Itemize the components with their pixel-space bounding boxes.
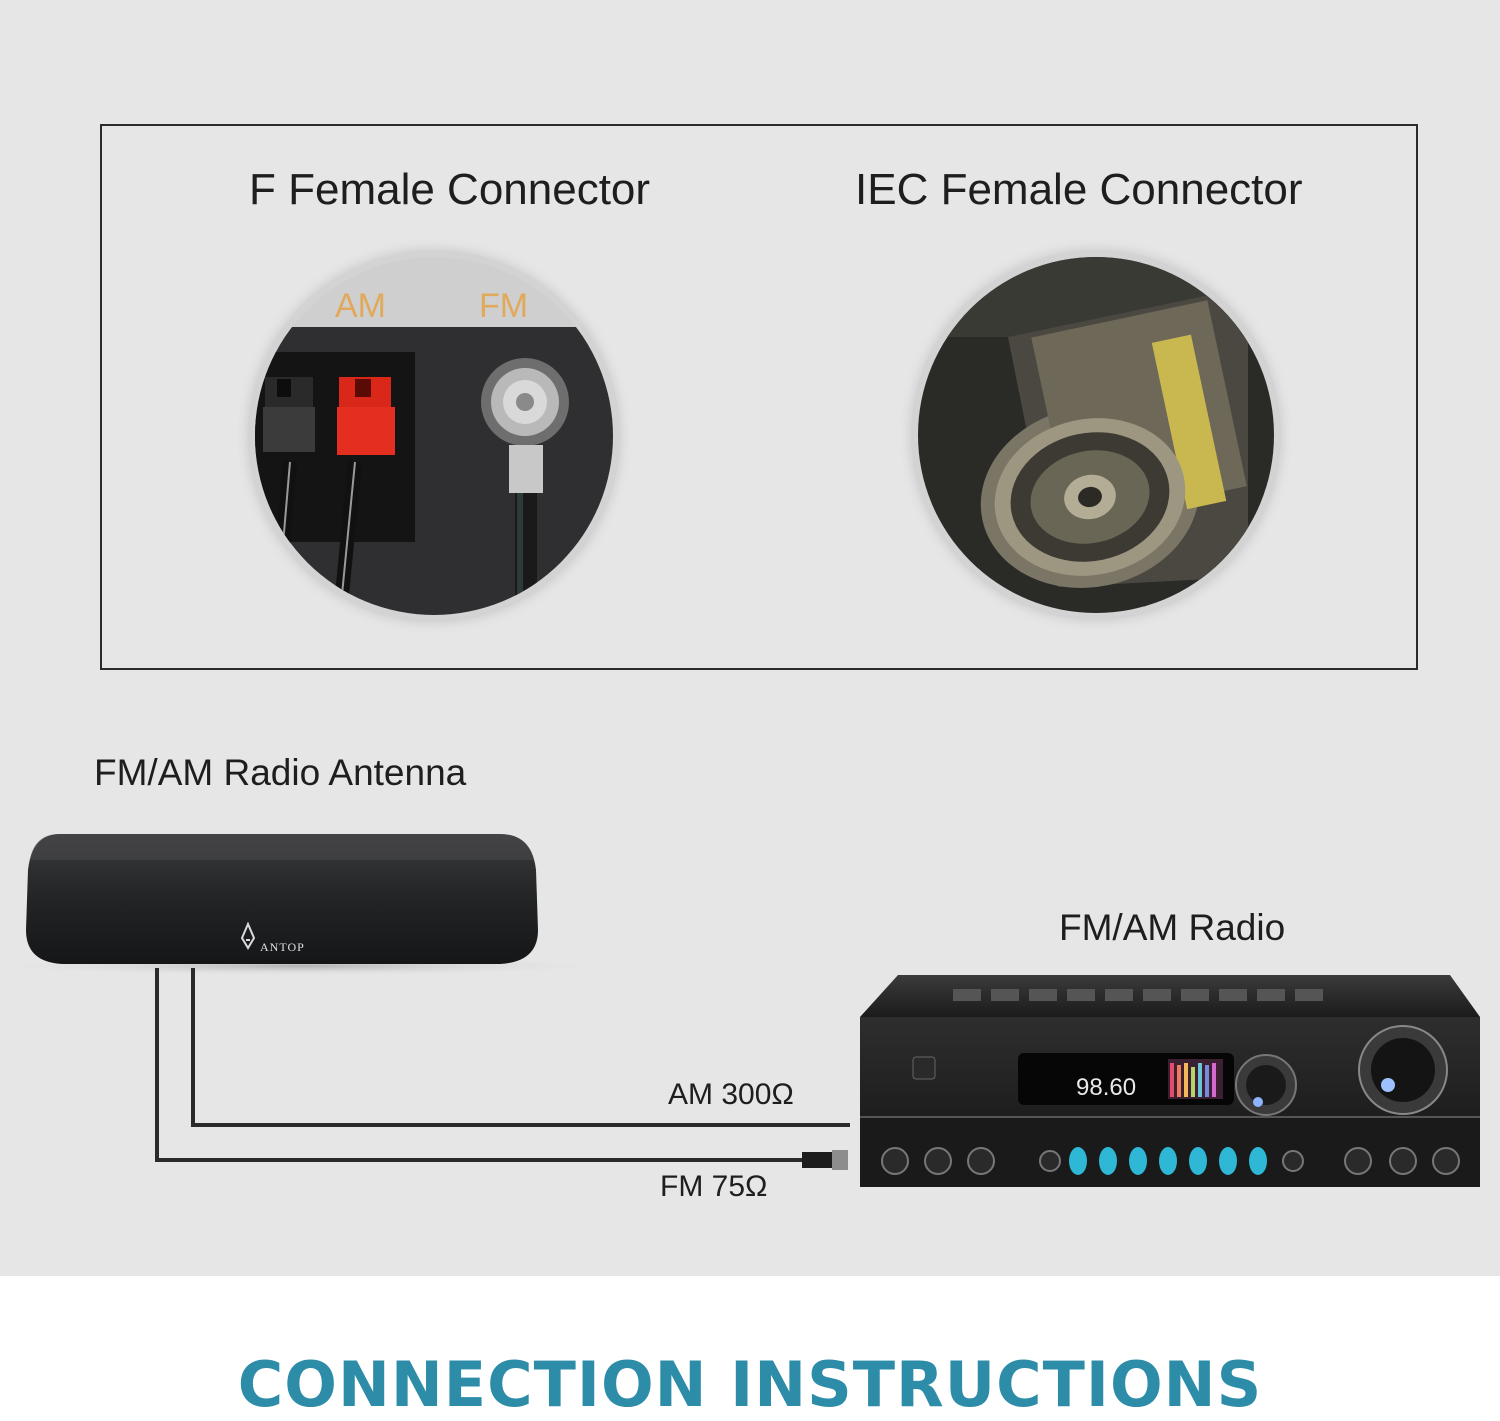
fm-cable-label: FM 75Ω — [660, 1170, 768, 1203]
am-cable-label: AM 300Ω — [668, 1078, 794, 1111]
f-connector-title: F Female Connector — [249, 165, 651, 214]
antop-logo: ANTOP — [260, 940, 305, 954]
footer-title: CONNECTION INSTRUCTIONS — [237, 1348, 1263, 1421]
antenna-device — [0, 834, 620, 976]
connectors-frame — [100, 124, 1418, 670]
footer — [0, 1276, 1500, 1413]
radio-display: 98.60 — [1076, 1074, 1136, 1101]
f-connector-photo: AM FM — [255, 257, 613, 615]
cables — [155, 968, 850, 1170]
iec-connector-title: IEC Female Connector — [855, 165, 1303, 214]
am-label: AM — [335, 287, 386, 325]
radio-receiver: 98.60 — [860, 975, 1480, 1187]
fm-label: FM — [479, 287, 529, 325]
radio-title: FM/AM Radio — [1059, 907, 1286, 948]
antenna-title: FM/AM Radio Antenna — [94, 752, 467, 793]
iec-connector-photo — [918, 257, 1274, 613]
